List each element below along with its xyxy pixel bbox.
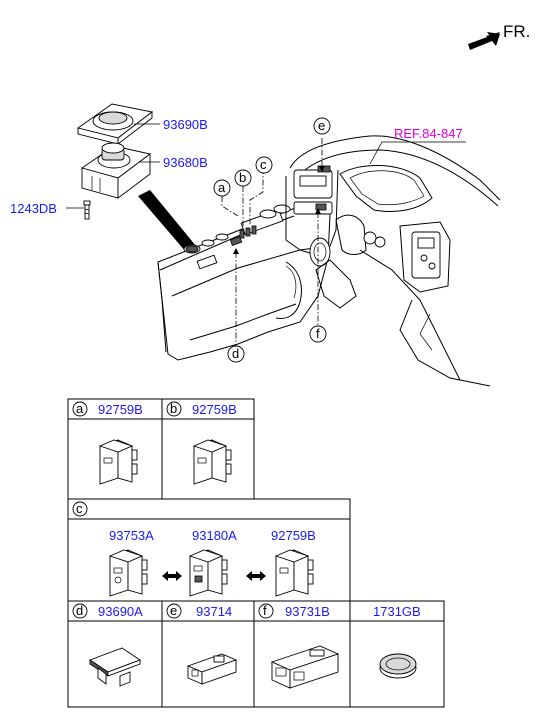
svg-text:b: b <box>170 401 177 416</box>
dashboard-drawing <box>285 135 501 387</box>
table-cell-a: a 92759B <box>72 401 143 417</box>
svg-text:e: e <box>318 118 325 133</box>
circle-label-a: a <box>213 179 231 197</box>
svg-text:f: f <box>316 326 320 341</box>
front-direction-label: FR. <box>503 22 530 41</box>
switch-c3-drawing <box>274 549 314 597</box>
part-number-f: 93731B <box>285 604 330 619</box>
front-direction-arrow-icon <box>468 32 500 50</box>
part-number-c2: 93180A <box>192 528 237 543</box>
table-cell-c: c 93753A 93180A 92759B <box>72 501 316 543</box>
circle-label-e: e <box>313 117 331 135</box>
callout-93680b: 93680B <box>163 155 208 170</box>
cover-d-drawing <box>89 647 141 687</box>
table-cell-b: b 92759B <box>166 401 237 417</box>
cap-93690b-drawing <box>76 103 154 145</box>
switch-b-drawing <box>192 439 232 485</box>
double-arrow-icon-2 <box>246 571 266 581</box>
svg-text:a: a <box>218 180 226 195</box>
switch-c2-drawing <box>188 549 228 597</box>
table-cell-1731gb: 1731GB <box>373 604 421 619</box>
part-number-c1: 93753A <box>109 528 154 543</box>
svg-text:d: d <box>232 346 239 361</box>
circle-label-b: b <box>234 169 252 187</box>
reference-label: REF.84-847 <box>394 126 463 141</box>
center-console-drawing <box>157 204 331 361</box>
circle-label-d: d <box>227 345 245 363</box>
svg-text:d: d <box>76 603 83 618</box>
svg-text:c: c <box>260 157 267 172</box>
svg-text:a: a <box>76 401 84 416</box>
part-number-d: 93690A <box>98 604 143 619</box>
circle-label-c: c <box>255 156 273 174</box>
switch-e-drawing <box>186 653 238 685</box>
parts-table <box>67 398 445 708</box>
part-number-a: 92759B <box>98 402 143 417</box>
switch-f-drawing <box>270 645 340 689</box>
svg-text:b: b <box>239 170 246 185</box>
part-number-e: 93714 <box>196 604 232 619</box>
part-number-b: 92759B <box>192 402 237 417</box>
double-arrow-icon-1 <box>162 571 182 581</box>
callout-93690b: 93690B <box>163 117 208 132</box>
part-number-1731gb: 1731GB <box>373 604 421 619</box>
switch-a-drawing <box>98 439 138 485</box>
table-cell-e: e 93714 <box>166 603 232 619</box>
svg-text:c: c <box>76 501 83 516</box>
switch-c1-drawing <box>108 549 148 597</box>
callout-1243db: 1243DB <box>10 201 57 216</box>
switch-93680b-drawing <box>80 142 152 199</box>
part-number-c3: 92759B <box>271 528 316 543</box>
svg-text:f: f <box>263 603 267 618</box>
bolt-1243db-drawing <box>83 200 91 220</box>
circle-label-f: f <box>309 325 327 343</box>
leader-wedge <box>138 190 196 252</box>
plug-1731gb-drawing <box>379 653 417 679</box>
svg-text:e: e <box>170 603 177 618</box>
table-cell-f: f 93731B <box>258 603 330 619</box>
table-cell-d: d 93690A <box>72 603 143 619</box>
